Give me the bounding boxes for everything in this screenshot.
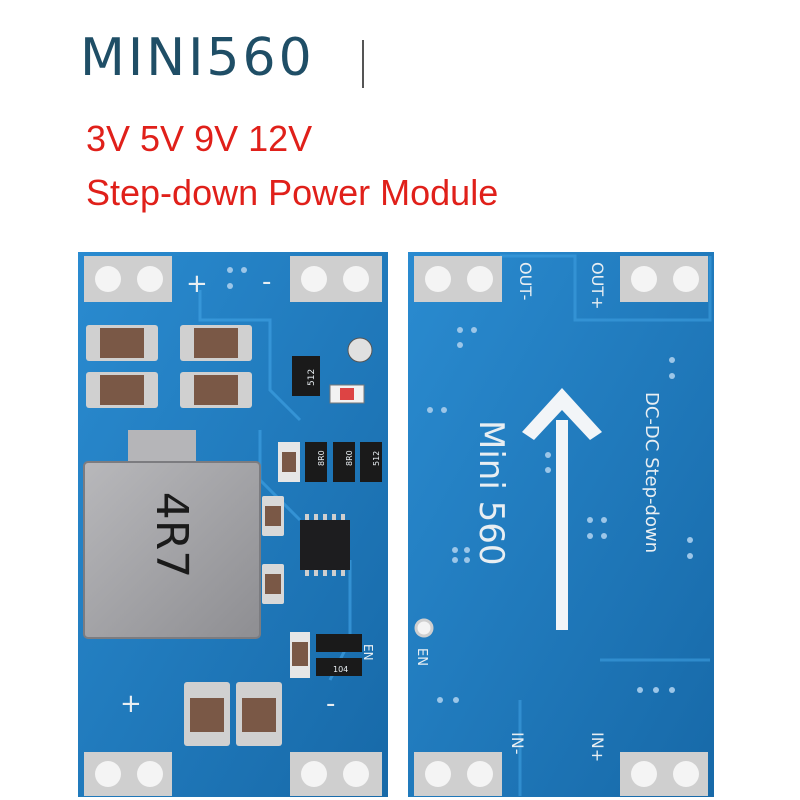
controller-ic — [300, 514, 350, 576]
capacitors-top — [86, 325, 252, 408]
back-desc-label: DC-DC Step-down — [641, 392, 662, 553]
front-board: + - 512 8R0 8R — [78, 252, 388, 797]
resistor-label-5: 104 — [333, 665, 348, 674]
arrow-icon — [522, 388, 602, 630]
voltage-options: 3V 5V 9V 12V — [86, 118, 313, 159]
inductor-marking: 4R7 — [146, 492, 197, 579]
front-minus-top: - — [262, 267, 271, 297]
back-in-minus: IN- — [508, 732, 527, 754]
back-en-label: EN — [414, 648, 429, 666]
inductor: 4R7 — [83, 430, 261, 639]
product-description: Step-down Power Module — [86, 172, 499, 213]
front-plus-top: + — [186, 269, 208, 299]
front-minus-bottom: - — [326, 689, 335, 719]
back-out-plus: OUT+ — [588, 262, 607, 309]
back-board: OUT- OUT+ Mini 560 DC-DC Step-down EN — [408, 252, 714, 797]
front-plus-bottom: + — [120, 689, 142, 719]
front-en-label: EN — [361, 644, 375, 661]
resistor-label-4: 512 — [372, 451, 381, 466]
resistor-label-3: 8R0 — [345, 450, 354, 466]
resistor-label-2: 8R0 — [317, 450, 326, 466]
back-in-plus: IN+ — [588, 732, 607, 762]
product-title: MINI560 — [80, 28, 315, 88]
resistor-label-1: 512 — [307, 369, 317, 386]
back-model-label: Mini 560 — [471, 420, 511, 565]
resistor-row: 8R0 8R0 512 — [278, 442, 382, 482]
title-divider — [362, 40, 364, 88]
back-out-minus: OUT- — [516, 262, 535, 300]
